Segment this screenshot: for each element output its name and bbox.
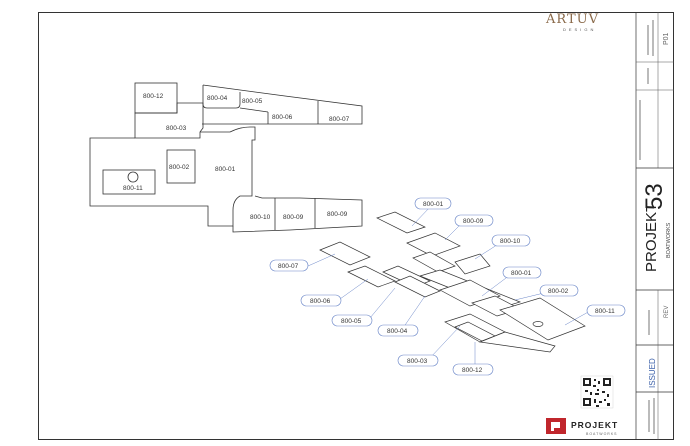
title-block-fields xyxy=(639,20,655,434)
panel-strip-upper xyxy=(202,84,363,125)
callout-label: 800-05 xyxy=(341,318,362,325)
callout-bubble: 800-06 xyxy=(300,294,342,307)
plan-label: 800-09 xyxy=(327,211,348,218)
callout-label: 800-07 xyxy=(278,263,299,270)
revision-code: P01 xyxy=(663,32,670,45)
panel-800-03 xyxy=(134,102,204,139)
plan-label: 800-11 xyxy=(123,185,143,192)
callout-label: 800-12 xyxy=(462,367,483,374)
iso-part xyxy=(499,297,586,341)
qr-code xyxy=(580,375,614,409)
plan-label: 800-05 xyxy=(242,98,263,105)
callout-label: 800-01 xyxy=(511,270,532,277)
plan-view xyxy=(89,82,363,233)
iso-part xyxy=(412,251,456,273)
callout-label: 800-04 xyxy=(387,328,408,335)
plan-label: 800-01 xyxy=(215,166,236,173)
project-name: PROJEKT xyxy=(643,203,660,272)
drawing-sheet xyxy=(38,12,674,440)
callout-bubble: 800-01 xyxy=(414,197,452,210)
callout-bubble: 800-12 xyxy=(452,363,494,376)
callout-bubble: 800-04 xyxy=(377,324,419,337)
callout-bubble: 800-07 xyxy=(269,259,309,272)
logo-sub: DESIGN xyxy=(563,27,596,32)
iso-hole xyxy=(532,321,544,327)
plan-label: 800-04 xyxy=(207,95,228,102)
callout-bubble: 800-10 xyxy=(491,234,531,247)
callout-label: 800-11 xyxy=(595,308,615,315)
iso-part xyxy=(376,211,426,234)
plan-label: 800-09 xyxy=(283,214,304,221)
panel-800-11 xyxy=(102,169,156,195)
plan-label: 800-07 xyxy=(329,116,350,123)
callout-label: 800-03 xyxy=(407,358,428,365)
callout-label: 800-01 xyxy=(423,201,444,208)
hole-800-11 xyxy=(127,171,139,183)
panel-strip-lower xyxy=(232,195,363,233)
status-badge: ISSUED xyxy=(648,358,657,388)
footer-logo-sub: BOATWORKS xyxy=(586,432,618,436)
callout-bubble: 800-11 xyxy=(586,304,626,317)
iso-part xyxy=(394,275,441,298)
title-block: P01 REV PROJEKT 53 BOATWORKS ISSUED xyxy=(635,12,674,440)
iso-part xyxy=(478,331,556,353)
plan-label: 800-06 xyxy=(272,114,293,121)
callout-label: 800-02 xyxy=(548,288,569,295)
callout-bubble: 800-03 xyxy=(397,354,439,367)
iso-part xyxy=(319,241,371,266)
plan-label: 800-03 xyxy=(166,125,187,132)
project-number: 53 xyxy=(641,183,668,210)
plan-label: 800-12 xyxy=(143,93,164,100)
iso-part xyxy=(454,253,491,275)
callout-bubble: 800-05 xyxy=(331,314,373,327)
panel-800-01 xyxy=(89,126,256,227)
iso-part xyxy=(406,232,461,257)
iso-part xyxy=(347,265,396,288)
callout-label: 800-09 xyxy=(463,218,484,225)
callout-bubble: 800-01 xyxy=(502,266,542,279)
panel-800-02 xyxy=(166,149,196,184)
artuv-logo: ARTUV DESIGN xyxy=(545,12,599,32)
logo-text: ARTUV xyxy=(545,12,599,27)
callout-bubble: 800-02 xyxy=(539,284,579,297)
plan-label: 800-10 xyxy=(250,214,271,221)
callout-group: 800-01 800-09 800-10 800-07 800-01 800-0… xyxy=(269,197,626,376)
callout-bubble: 800-09 xyxy=(454,214,494,227)
footer-logo-text: PROJEKT xyxy=(571,420,618,430)
callout-label: 800-06 xyxy=(310,298,331,305)
isometric-view xyxy=(319,211,586,353)
callout-label: 800-10 xyxy=(500,238,521,245)
revision-label: REV xyxy=(664,306,670,318)
projekt-footer-logo: PROJEKT BOATWORKS xyxy=(546,418,618,436)
plan-label: 800-02 xyxy=(169,164,190,171)
project-sub: BOATWORKS xyxy=(666,222,672,258)
plan-label-group: 800-12 800-04 800-05 800-03 800-06 800-0… xyxy=(123,93,350,221)
